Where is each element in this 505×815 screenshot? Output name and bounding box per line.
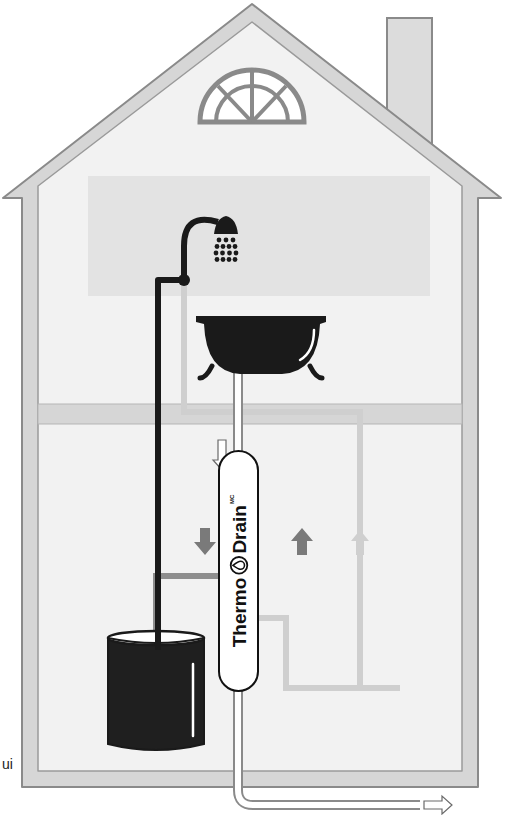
attic-window (200, 70, 304, 122)
flow-arrows (194, 440, 452, 814)
trademark-mark: MC (229, 495, 235, 504)
bathtub (196, 316, 326, 378)
shower-head (214, 216, 239, 262)
droplet-icon (229, 556, 249, 576)
cold-water-pipe (184, 280, 400, 688)
house-interior (38, 22, 462, 771)
hot-water-pipe (158, 220, 218, 640)
house-wall (3, 4, 501, 787)
drain-pipe (238, 372, 420, 805)
logo-row: Thermo DrainMC (229, 495, 249, 648)
brand-name: Thermo (229, 578, 248, 648)
bathroom-panel (88, 176, 430, 296)
cropped-caption: ui (2, 756, 13, 772)
brand-name: Drain (229, 505, 248, 554)
pipe-junction (178, 274, 190, 286)
heat-recovery-unit: Thermo DrainMC (218, 450, 259, 692)
